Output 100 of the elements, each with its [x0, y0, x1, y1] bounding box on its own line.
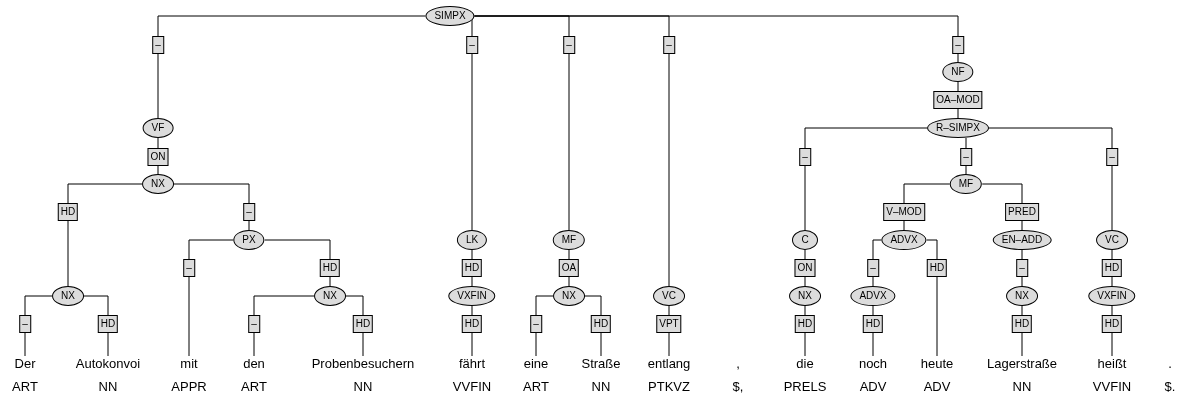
tree-branch-line: [965, 137, 967, 175]
word-token: fährt: [459, 356, 485, 372]
edge-label: VPT: [656, 315, 682, 333]
tree-branch-line: [264, 239, 331, 287]
edge-label: –: [152, 36, 164, 54]
pos-tag: PTKVZ: [648, 379, 690, 395]
tree-branch-line: [157, 15, 426, 119]
phrase-node-ellipse: MF: [949, 174, 983, 194]
pos-tag: PRELS: [783, 379, 827, 395]
edge-label: HD: [862, 315, 884, 333]
edge-label: HD: [1101, 315, 1123, 333]
tree-branch-line: [157, 137, 159, 175]
phrase-node-ellipse: VXFIN: [448, 286, 496, 306]
phrase-node-ellipse: NX: [314, 286, 346, 306]
tree-branch-line: [804, 127, 928, 231]
tree-branch-line: [67, 183, 143, 287]
word-token: Lagerstraße: [986, 356, 1058, 372]
edge-label: –: [1106, 148, 1118, 166]
edge-label: HD: [352, 315, 374, 333]
edge-label: ON: [794, 259, 816, 277]
tree-branch-line: [173, 183, 250, 231]
phrase-node-ellipse: R–SIMPX: [927, 118, 989, 138]
phrase-node-ellipse: NX: [142, 174, 174, 194]
edge-label: HD: [461, 315, 483, 333]
pos-tag: NN: [353, 379, 373, 395]
phrase-node-ellipse: ADVX: [850, 286, 896, 306]
tree-branch-line: [188, 239, 234, 357]
edge-label: –: [183, 259, 195, 277]
tree-branch-line: [872, 239, 882, 287]
edge-label: HD: [97, 315, 119, 333]
edge-label: –: [563, 36, 575, 54]
edge-label: OA–MOD: [933, 91, 983, 109]
pos-tag: $.: [1164, 379, 1176, 395]
tree-branch-line: [568, 249, 570, 287]
tree-branch-line: [988, 127, 1113, 231]
word-token: mit: [180, 356, 198, 372]
tree-branch-line: [253, 295, 315, 357]
word-token: ,: [736, 356, 740, 372]
edge-label: HD: [590, 315, 612, 333]
edge-label: PRED: [1005, 203, 1039, 221]
pos-tag: NN: [98, 379, 118, 395]
pos-tag: NN: [1012, 379, 1032, 395]
pos-tag: ART: [12, 379, 38, 395]
edge-label: HD: [1101, 259, 1123, 277]
word-token: .: [1168, 356, 1172, 372]
word-token: noch: [858, 356, 888, 372]
edge-label: –: [799, 148, 811, 166]
tree-branch-line: [804, 249, 806, 287]
word-token: Probenbesuchern: [311, 356, 415, 372]
word-token: eine: [523, 356, 549, 372]
phrase-node-ellipse: ADVX: [881, 230, 927, 250]
tree-branch-line: [474, 15, 959, 63]
edge-label: HD: [926, 259, 948, 277]
edge-label: –: [19, 315, 31, 333]
phrase-node-ellipse: VF: [142, 118, 174, 138]
phrase-node-ellipse: C: [792, 230, 818, 250]
tree-branch-line: [926, 239, 938, 357]
edge-label: OA: [558, 259, 580, 277]
edge-label: HD: [1011, 315, 1033, 333]
word-token: entlang: [647, 356, 691, 372]
edge-label: –: [248, 315, 260, 333]
word-token: Der: [14, 356, 36, 372]
edge-label: HD: [794, 315, 816, 333]
edge-label: –: [960, 148, 972, 166]
phrase-node-ellipse: VC: [653, 286, 685, 306]
pos-tag: ART: [241, 379, 267, 395]
phrase-node-ellipse: MF: [552, 230, 586, 250]
phrase-node-ellipse: NX: [1006, 286, 1038, 306]
pos-tag: ADV: [923, 379, 951, 395]
pos-tag: $,: [732, 379, 744, 395]
pos-tag: ART: [523, 379, 549, 395]
word-token: heißt: [1097, 356, 1127, 372]
phrase-node-ellipse: SIMPX: [425, 6, 475, 26]
pos-tag: VVFIN: [452, 379, 492, 395]
word-token: die: [796, 356, 814, 372]
phrase-node-ellipse: NX: [789, 286, 821, 306]
phrase-node-ellipse: LK: [456, 230, 488, 250]
phrase-node-ellipse: EN–ADD: [992, 230, 1052, 250]
phrase-node-ellipse: NF: [942, 62, 974, 82]
edge-label: HD: [57, 203, 79, 221]
pos-tag: ADV: [859, 379, 887, 395]
phrase-node-ellipse: VC: [1096, 230, 1128, 250]
tree-branch-line: [24, 295, 53, 357]
edge-label: –: [867, 259, 879, 277]
phrase-node-ellipse: VXFIN: [1088, 286, 1136, 306]
pos-tag: APPR: [171, 379, 207, 395]
edge-label: HD: [461, 259, 483, 277]
edge-label: –: [952, 36, 964, 54]
phrase-node-ellipse: PX: [233, 230, 265, 250]
edge-label: ON: [147, 148, 169, 166]
tree-branch-line: [1021, 249, 1023, 287]
edge-label: –: [243, 203, 255, 221]
tree-branch-line: [83, 295, 109, 357]
edge-label: HD: [319, 259, 341, 277]
edge-label: –: [663, 36, 675, 54]
pos-tag: NN: [591, 379, 611, 395]
word-token: Autokonvoi: [75, 356, 141, 372]
phrase-node-ellipse: NX: [553, 286, 585, 306]
phrase-node-ellipse: NX: [52, 286, 84, 306]
tree-branch-line: [535, 295, 554, 357]
